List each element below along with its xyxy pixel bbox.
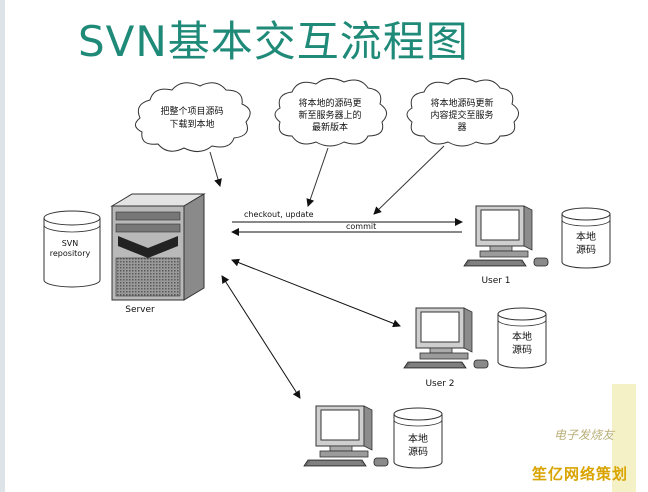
- cloud-1-line-1: 把整个项目源码: [160, 105, 223, 117]
- checkout-update-label: checkout, update: [244, 210, 314, 219]
- cloud-3-line-2: 内容提交至服务: [430, 109, 493, 121]
- user-2-local-database-icon: 本地 源码: [497, 307, 547, 369]
- user-1-db-line-2: 源码: [576, 243, 596, 256]
- user-2-db-line-2: 源码: [512, 343, 532, 356]
- user-1-label: User 1: [481, 276, 510, 286]
- watermark: 电子发烧友 笙亿网络策划: [488, 426, 628, 486]
- repository-label-line-2: repository: [50, 249, 91, 258]
- watermark-top-text: 电子发烧友: [553, 428, 614, 442]
- user-2-label: User 2: [425, 379, 454, 389]
- slide-left-edge: [0, 0, 5, 492]
- server-tower-icon: [110, 193, 206, 301]
- cloud-2-line-3: 最新版本: [312, 121, 348, 133]
- thought-cloud-3: 将本地源码更新 内容提交至服务 器: [373, 78, 519, 215]
- commit-label: commit: [346, 222, 376, 231]
- repository-label-line-1: SVN: [62, 239, 79, 248]
- slide-title: SVN基本交互流程图: [78, 17, 469, 66]
- cloud-3-line-1: 将本地源码更新: [430, 97, 493, 109]
- server-label: Server: [125, 305, 155, 315]
- user-2-computer-icon: [403, 307, 489, 369]
- user-3-db-line-1: 本地: [408, 432, 428, 445]
- watermark-bar: [612, 384, 636, 492]
- server-user3-arrow: [221, 275, 301, 399]
- cloud-1-line-2: 下载到本地: [169, 118, 214, 130]
- svn-repository-database-icon: SVN repository: [43, 210, 101, 288]
- user-3-local-database-icon: 本地 源码: [393, 407, 443, 469]
- user-3-computer-icon: [303, 405, 389, 467]
- user-2-db-line-1: 本地: [512, 330, 532, 343]
- cloud-2-line-1: 将本地的源码更: [298, 97, 361, 109]
- thought-cloud-2: 将本地的源码更 新至服务器上的 最新版本: [274, 78, 387, 207]
- user-3-db-line-2: 源码: [408, 445, 428, 458]
- cloud-3-line-3: 器: [457, 122, 466, 133]
- cloud-2-line-2: 新至服务器上的: [298, 109, 361, 121]
- user-1-local-database-icon: 本地 源码: [561, 207, 611, 269]
- server-user2-arrow: [231, 258, 401, 328]
- user-1-db-line-1: 本地: [576, 230, 596, 243]
- thought-cloud-1: 把整个项目源码 下载到本地: [135, 82, 251, 187]
- user-1-computer-icon: [463, 205, 549, 267]
- watermark-main-text: 笙亿网络策划: [531, 465, 628, 483]
